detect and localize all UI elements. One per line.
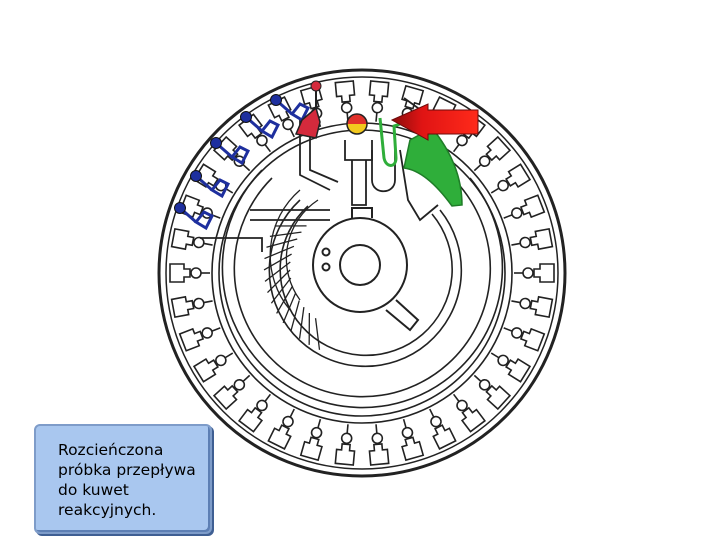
spiral-vane [290,300,300,332]
spiral-vane [264,245,295,260]
flow-direction-arrow-icon [390,103,479,141]
cuvette [473,135,512,172]
sample-channel [294,80,322,139]
spiral-vane [269,231,302,238]
cuvette [490,163,532,194]
cuvette [178,194,221,219]
cuvette [511,227,554,251]
cuvette [514,263,555,283]
cuvette [267,96,295,138]
cuvette [169,263,210,283]
cuvette [237,393,272,433]
caption-text: Rozcieńczona próbka przepływa do kuwet r… [58,441,196,519]
reagent-port [270,94,311,123]
spiral-vane [266,238,298,248]
cuvette [267,408,295,450]
disc-outline [157,68,567,478]
reagent-port [190,170,231,199]
cuvette [368,80,390,122]
cuvette [429,408,457,450]
sample-indicator-icon [346,113,368,135]
spiral-vane [276,285,294,314]
cuvette [511,295,554,319]
reagent-port [240,111,281,140]
cuvette [473,374,512,411]
cuvette [192,163,234,194]
reagent-port [174,202,215,231]
caption-box: Rozcieńczona próbka przepływa do kuwet r… [34,424,212,534]
cuvette [237,113,272,153]
reagent-port [210,137,251,166]
distribution-channels [211,122,513,424]
cuvette [368,424,390,466]
cuvette [401,418,425,462]
cuvette [334,424,356,466]
cuvette [170,227,213,251]
spiral-vane [314,318,321,350]
cuvette [503,327,546,352]
cuvette [490,352,532,383]
mixing-spiral [263,189,321,350]
cuvette [503,194,546,219]
central-hub [312,207,420,332]
spiral-vane [267,269,291,293]
cuvette [178,327,221,352]
cuvette [192,352,234,383]
cuvette [452,393,487,433]
spiral-vane [298,307,305,339]
reagent-ports [174,94,311,231]
cuvette [212,374,251,411]
cuvette [299,418,323,462]
spiral-vane [270,277,292,304]
cuvette [170,295,213,319]
green-flow-highlight [378,117,463,207]
